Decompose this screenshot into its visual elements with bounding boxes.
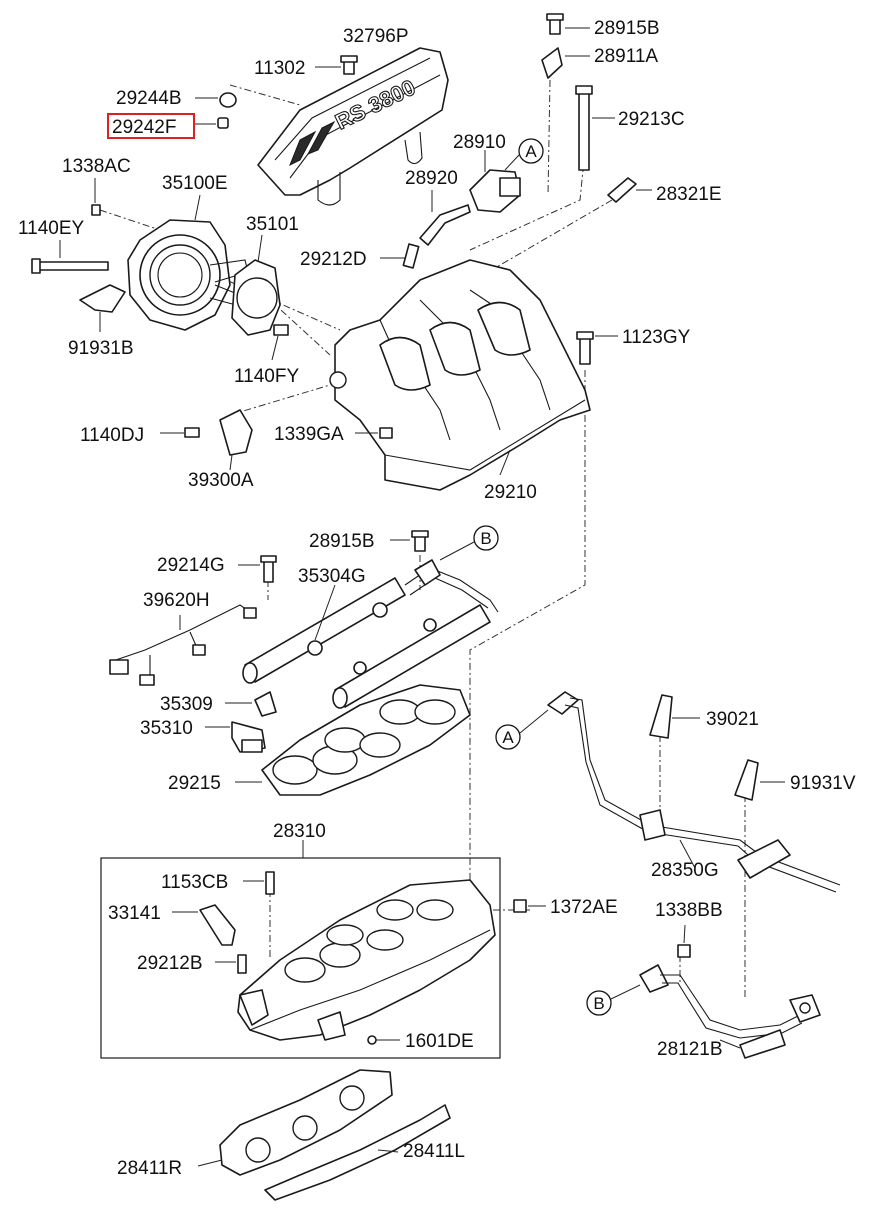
label-29213C[interactable]: 29213C — [618, 109, 685, 130]
label-39300A[interactable]: 39300A — [188, 470, 254, 491]
stud-29213C — [575, 85, 615, 171]
gasket-28411R — [197, 1069, 393, 1176]
lower-intake-manifold-28310 — [237, 879, 496, 1041]
label-29210[interactable]: 29210 — [484, 482, 537, 503]
throttle-body-35100E — [127, 194, 249, 331]
label-91931B[interactable]: 91931B — [68, 338, 134, 359]
bolt-28915B-mid — [390, 530, 429, 552]
label-29214G[interactable]: 29214G — [157, 555, 225, 576]
highlight-box-29242F — [107, 113, 195, 139]
label-39021[interactable]: 39021 — [706, 709, 759, 730]
label-35309[interactable]: 35309 — [160, 694, 213, 715]
bracket-91931B — [79, 284, 126, 332]
stud-1153CB — [243, 871, 275, 895]
callout-a-top-text: A — [525, 142, 537, 161]
plug-1601DE — [367, 1035, 400, 1045]
collar-29242F — [195, 117, 229, 129]
injector-35310 — [205, 721, 266, 753]
label-1372AE[interactable]: 1372AE — [550, 897, 618, 918]
label-28411L[interactable]: 28411L — [403, 1141, 465, 1162]
label-35101[interactable]: 35101 — [246, 214, 299, 235]
sensor-39300A — [219, 409, 253, 471]
label-28411R[interactable]: 28411R — [117, 1158, 182, 1179]
stud-29212B — [215, 954, 247, 974]
label-1123GY[interactable]: 1123GY — [622, 327, 691, 348]
label-28910[interactable]: 28910 — [453, 132, 506, 153]
label-28920[interactable]: 28920 — [405, 168, 458, 189]
bolt-1140DJ — [160, 427, 200, 438]
label-29212B[interactable]: 29212B — [137, 953, 203, 974]
callout-b-rail-text: B — [480, 529, 491, 548]
harness-39620H — [109, 604, 257, 686]
label-39620H[interactable]: 39620H — [143, 590, 210, 611]
pipe-28121B — [639, 964, 821, 1059]
callout-a-top: A — [504, 138, 544, 171]
label-1140EY[interactable]: 1140EY — [18, 218, 85, 239]
bolt-1372AE — [513, 899, 546, 913]
nut-1339GA — [355, 427, 393, 439]
label-33141[interactable]: 33141 — [108, 903, 161, 924]
hose-28920 — [419, 190, 471, 246]
gasket-35101 — [231, 234, 281, 336]
label-1140DJ[interactable]: 1140DJ — [80, 425, 144, 446]
label-1153CB[interactable]: 1153CB — [161, 872, 228, 893]
bolt-1338AC — [91, 178, 101, 216]
label-35310[interactable]: 35310 — [140, 718, 193, 739]
gasket-28411L — [264, 1104, 451, 1201]
label-28350G[interactable]: 28350G — [651, 860, 719, 881]
label-35304G[interactable]: 35304G — [298, 566, 366, 587]
valve-28910 — [469, 150, 521, 213]
label-1140FY[interactable]: 1140FY — [234, 366, 299, 387]
label-35100E[interactable]: 35100E — [162, 173, 228, 194]
label-1338AC[interactable]: 1338AC — [62, 156, 131, 177]
label-29244B[interactable]: 29244B — [116, 88, 182, 109]
clip-35309 — [225, 691, 277, 717]
bolt-11302 — [315, 55, 358, 75]
label-29242F[interactable]: 29242F — [112, 117, 176, 138]
label-91931V[interactable]: 91931V — [790, 773, 856, 794]
bolt-28915B-top — [546, 13, 590, 35]
label-28911A[interactable]: 28911A — [594, 46, 658, 67]
label-1338BB[interactable]: 1338BB — [655, 900, 723, 921]
callout-a-pipe-text: A — [502, 728, 514, 747]
nut-1338BB — [677, 924, 691, 958]
engine-cover: RS 3800 — [257, 47, 449, 206]
label-11302[interactable]: 11302 — [254, 58, 305, 79]
grommet-29244B — [195, 92, 237, 108]
label-28310[interactable]: 28310 — [273, 821, 326, 842]
bracket-28911A — [541, 47, 590, 79]
lower-manifold-group-box — [100, 857, 501, 1059]
label-28915B-mid[interactable]: 28915B — [309, 531, 375, 552]
callout-a-pipe: A — [495, 709, 549, 750]
label-1601DE[interactable]: 1601DE — [405, 1031, 474, 1052]
bracket-39021 — [649, 694, 700, 739]
bolt-1123GY — [576, 331, 618, 365]
bolt-1140EY — [31, 240, 109, 274]
pipe-28350G — [547, 691, 841, 893]
label-29215[interactable]: 29215 — [168, 773, 221, 794]
label-28915B-top[interactable]: 28915B — [594, 18, 660, 39]
sensor-28321E — [607, 177, 652, 203]
upper-intake-manifold-29210 — [329, 259, 591, 491]
label-1339GA[interactable]: 1339GA — [274, 424, 344, 445]
callout-b-pipe-text: B — [593, 994, 604, 1013]
callout-b-rail: B — [439, 525, 499, 561]
label-28321E[interactable]: 28321E — [656, 184, 722, 205]
bolt-29214G — [238, 555, 277, 583]
bracket-91931V — [734, 759, 785, 801]
gasket-29215 — [235, 684, 471, 796]
callout-b-pipe: B — [586, 984, 641, 1016]
fuel-rail-35304G — [242, 559, 499, 709]
part-labels: 32796P 11302 29244B 29242F 28915B 28911A… — [18, 18, 856, 1179]
sensor-33141 — [172, 904, 236, 946]
label-29212D[interactable]: 29212D — [300, 249, 367, 270]
bolt-1140FY — [271, 324, 289, 361]
stud-29212D — [380, 243, 420, 269]
label-32796P[interactable]: 32796P — [343, 26, 409, 47]
label-28121B[interactable]: 28121B — [657, 1039, 723, 1060]
